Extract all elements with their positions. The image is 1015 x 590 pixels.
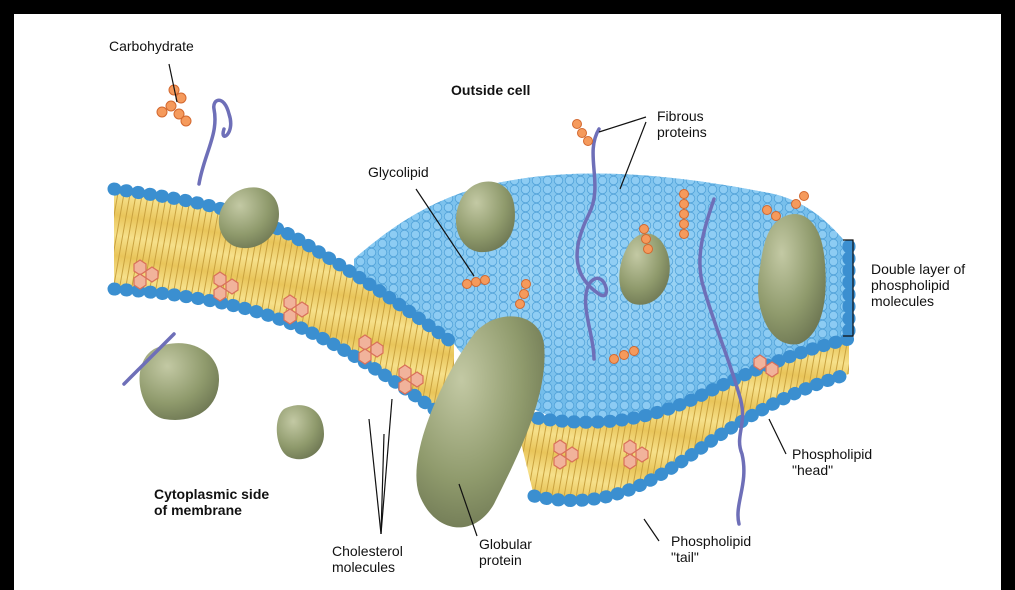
label-cytoplasmic-side: Cytoplasmic side of membrane [154,486,269,518]
label-double-layer: Double layer of phospholipid molecules [871,261,965,309]
diagram-frame: Carbohydrate Outside cell Fibrous protei… [14,14,1001,590]
label-phospholipid-head: Phospholipid "head" [792,446,872,478]
label-carbohydrate: Carbohydrate [109,38,194,54]
label-phospholipid-tail: Phospholipid "tail" [671,533,751,565]
label-outside-cell: Outside cell [451,82,530,98]
label-cholesterol: Cholesterol molecules [332,543,403,575]
label-globular-protein: Globular protein [479,536,532,568]
label-glycolipid: Glycolipid [368,164,429,180]
label-fibrous-proteins: Fibrous proteins [657,108,707,140]
